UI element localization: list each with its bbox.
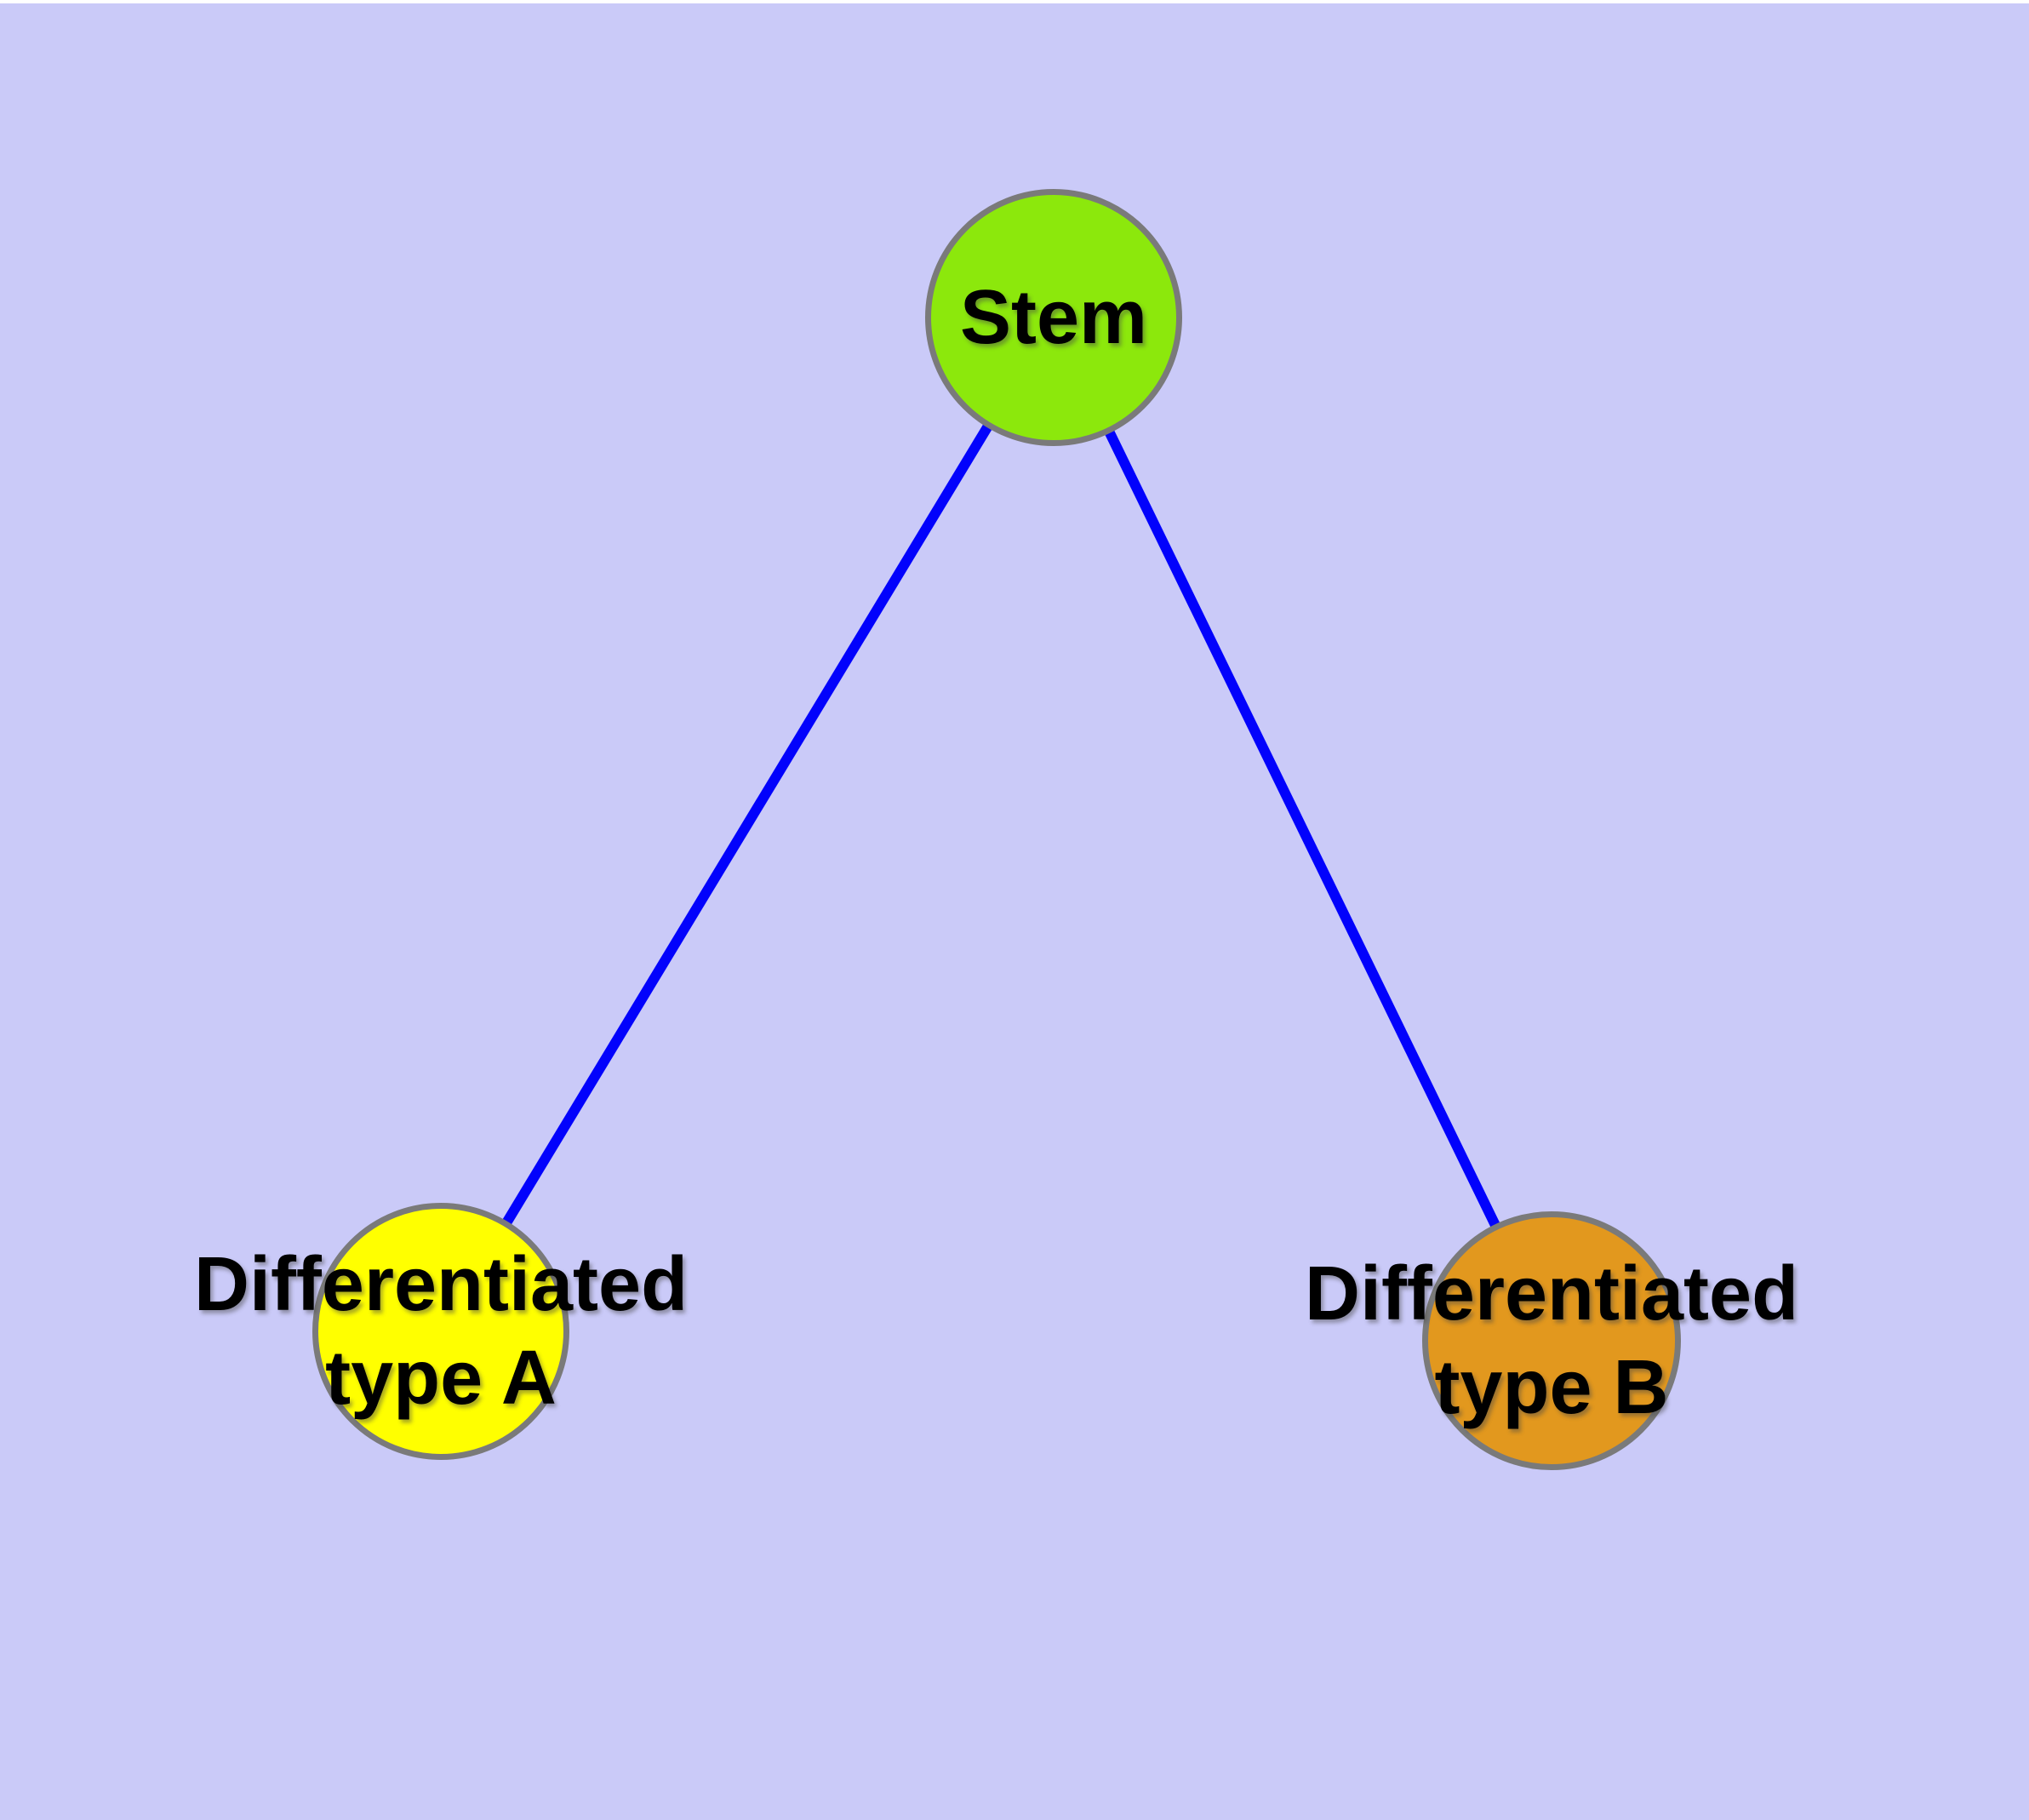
node-stem-label: Stem	[959, 275, 1148, 360]
edge-stem-to-type-a	[436, 314, 1059, 1335]
node-type-b-label: Differentiated type B	[1304, 1251, 1799, 1430]
edge-stem-to-type-b	[1049, 315, 1557, 1343]
node-type-a-label: Differentiated type A	[193, 1242, 689, 1421]
node-type-a-circle	[312, 1203, 569, 1460]
node-type-b-circle	[1422, 1211, 1681, 1470]
top-margin	[0, 0, 2029, 3]
node-stem-circle	[925, 189, 1182, 446]
